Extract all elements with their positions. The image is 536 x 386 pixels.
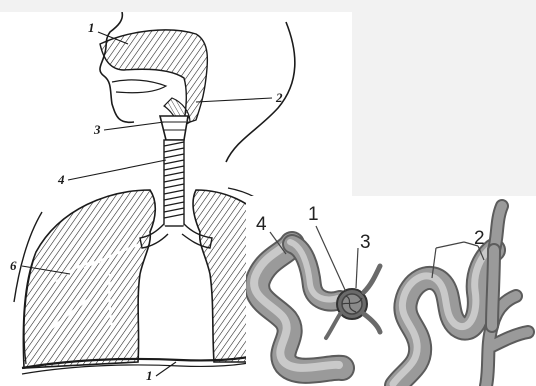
left-lung bbox=[23, 190, 155, 368]
blood-vessel-diagram: 4 1 3 2 bbox=[246, 196, 536, 386]
label-4-vessel: 4 bbox=[256, 214, 267, 235]
label-2: 2 bbox=[275, 90, 283, 105]
vessel-drawing: 4 1 3 2 bbox=[246, 196, 536, 386]
label-3-vessel: 3 bbox=[360, 232, 371, 253]
label-1-bottom: 1 bbox=[146, 368, 153, 383]
nasal-cavity bbox=[100, 30, 207, 124]
label-2-vessel: 2 bbox=[474, 228, 485, 249]
larynx bbox=[160, 116, 188, 140]
label-1-vessel: 1 bbox=[308, 204, 319, 225]
label-3: 3 bbox=[93, 122, 101, 137]
label-1-top: 1 bbox=[88, 20, 95, 35]
label-6: 6 bbox=[10, 258, 17, 273]
trachea bbox=[164, 140, 184, 226]
oral-cavity-line bbox=[112, 80, 166, 93]
vessel-a bbox=[254, 241, 342, 371]
vessel-b bbox=[393, 206, 528, 386]
label-4: 4 bbox=[57, 172, 65, 187]
neck-back-line bbox=[226, 22, 295, 162]
